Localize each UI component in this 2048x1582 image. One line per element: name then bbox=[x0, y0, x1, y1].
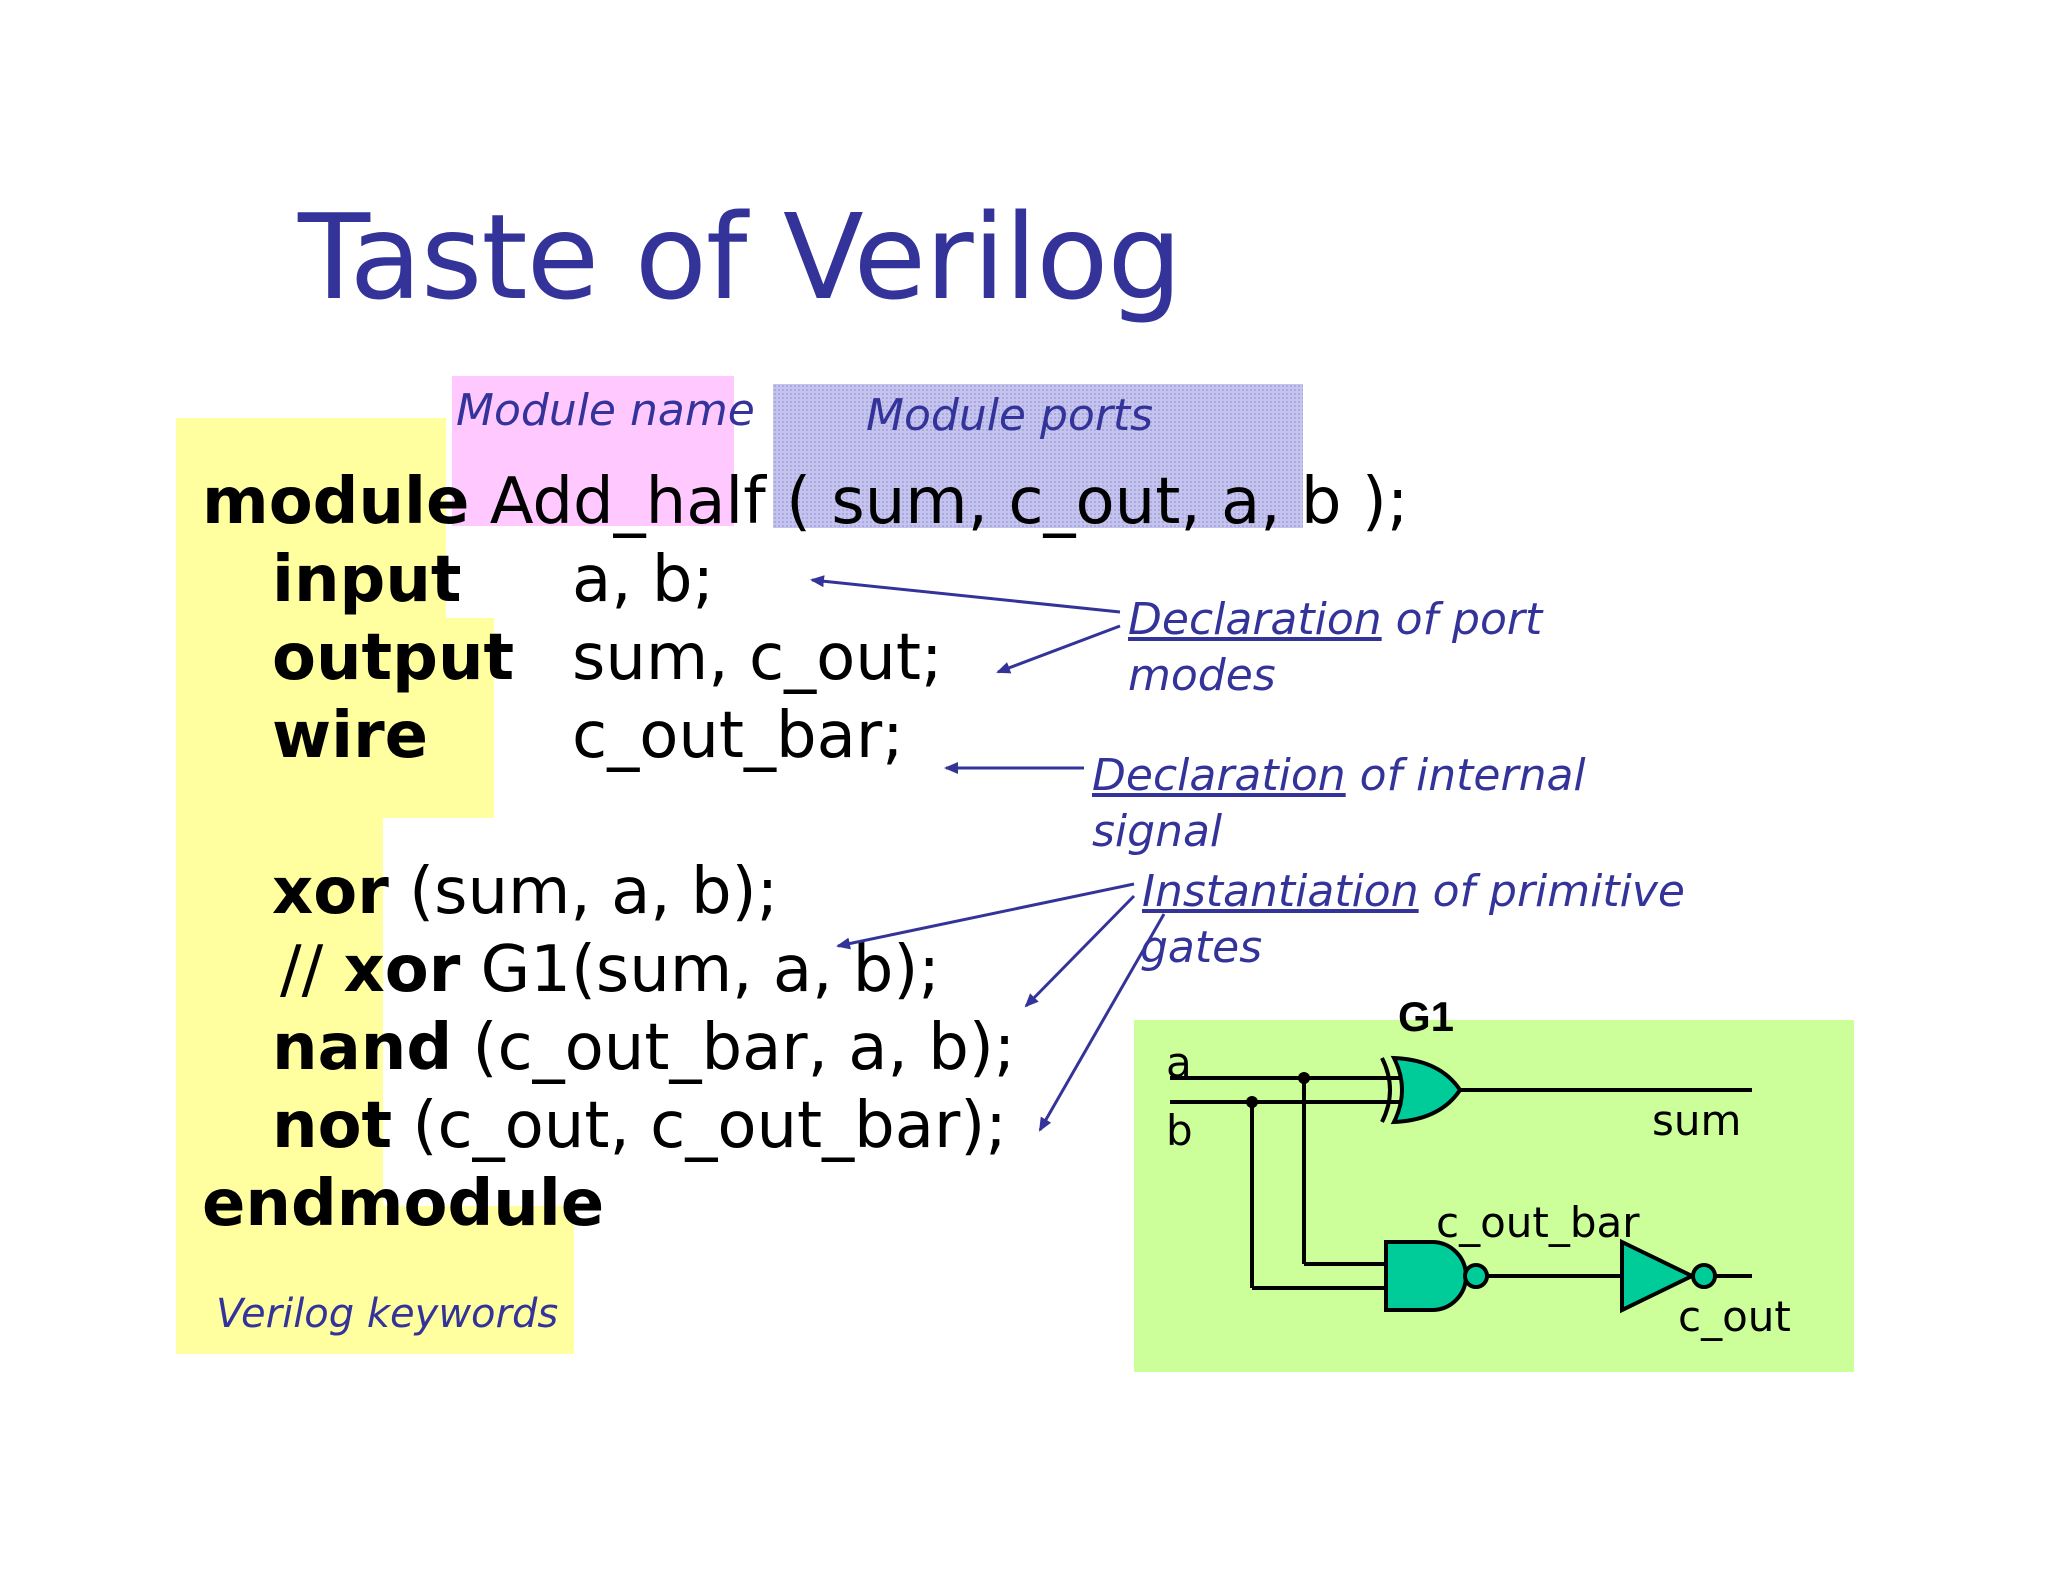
not-args: (c_out, c_out_bar); bbox=[412, 1089, 1007, 1163]
junction-b bbox=[1246, 1096, 1258, 1108]
keyword-endmodule: endmodule bbox=[202, 1167, 605, 1241]
code-line-module: module Add_half ( sum, c_out, a, b ); bbox=[202, 470, 1408, 534]
comment-args: G1(sum, a, b); bbox=[480, 933, 940, 1007]
code-line-xor: xor (sum, a, b); bbox=[272, 860, 778, 924]
output-c-out-label: c_out bbox=[1678, 1292, 1791, 1341]
arrow-to-input bbox=[810, 575, 1121, 614]
input-decl: a, b; bbox=[572, 543, 715, 617]
decl-internal-word: Declaration bbox=[1092, 750, 1346, 801]
junction-a bbox=[1298, 1072, 1310, 1084]
output-sum-label: sum bbox=[1652, 1096, 1742, 1145]
keyword-highlight-low bbox=[176, 818, 383, 1206]
decl-port-modes-note: Declaration of port bbox=[1128, 598, 1542, 642]
xor-gate bbox=[1380, 1055, 1463, 1125]
keyword-nand: nand bbox=[272, 1011, 453, 1085]
arrow-to-nand bbox=[1024, 894, 1136, 1008]
nand-args: (c_out_bar, a, b); bbox=[472, 1011, 1016, 1085]
module-name: Add_half bbox=[489, 465, 766, 539]
wire-decl: c_out_bar; bbox=[572, 699, 904, 773]
gate-name-g1: G1 bbox=[1398, 993, 1455, 1040]
xor-args: (sum, a, b); bbox=[409, 855, 779, 929]
code-line-not: not (c_out, c_out_bar); bbox=[272, 1094, 1007, 1158]
wire-c-out-bar-label: c_out_bar bbox=[1436, 1198, 1640, 1247]
arrow-to-output bbox=[996, 624, 1121, 674]
module-ports-highlight bbox=[773, 384, 1303, 528]
comment-prefix: // bbox=[280, 933, 324, 1007]
decl-port-modes-rest: of port bbox=[1381, 594, 1543, 645]
module-ports-label: Module ports bbox=[866, 390, 1154, 441]
keyword-output: output bbox=[272, 621, 515, 695]
module-ports: sum, c_out, a, b ); bbox=[831, 465, 1409, 539]
keyword-highlight-bottom bbox=[176, 1206, 574, 1354]
keyword-highlight-top bbox=[176, 418, 446, 618]
inst-gates-note-line2: gates bbox=[1140, 922, 1263, 973]
keyword-module: module bbox=[202, 465, 470, 539]
keyword-input: input bbox=[272, 543, 462, 617]
decl-internal-note: Declaration of internal bbox=[1092, 754, 1586, 798]
keyword-wire: wire bbox=[272, 699, 429, 773]
decl-internal-rest: of internal bbox=[1345, 750, 1586, 801]
verilog-keywords-label: Verilog keywords bbox=[216, 1291, 559, 1337]
arrow-to-xor bbox=[836, 882, 1135, 950]
keyword-not: not bbox=[272, 1089, 393, 1163]
decl-port-modes-word: Declaration bbox=[1128, 594, 1382, 645]
inst-gates-rest: of primitive bbox=[1418, 866, 1685, 917]
input-b-label: b bbox=[1166, 1106, 1193, 1155]
decl-port-modes-note-line2: modes bbox=[1128, 650, 1276, 701]
keyword-highlight-mid bbox=[176, 618, 494, 818]
open-paren: ( bbox=[786, 465, 812, 539]
arrow-to-not bbox=[1038, 913, 1166, 1132]
input-a-label: a bbox=[1166, 1038, 1192, 1087]
inst-gates-word: Instantiation bbox=[1142, 866, 1419, 917]
inst-gates-note: Instantiation of primitive bbox=[1142, 870, 1685, 914]
module-name-highlight bbox=[452, 376, 734, 526]
slide-title: Taste of Verilog bbox=[298, 188, 1182, 326]
not-gate bbox=[1620, 1238, 1717, 1314]
nand-gate bbox=[1384, 1240, 1489, 1312]
module-name-label: Module name bbox=[456, 385, 755, 436]
keyword-xor-comment: xor bbox=[343, 933, 461, 1007]
code-line-comment: // xor G1(sum, a, b); bbox=[280, 938, 940, 1002]
code-line-nand: nand (c_out_bar, a, b); bbox=[272, 1016, 1015, 1080]
keyword-xor: xor bbox=[272, 855, 389, 929]
decl-internal-note-line2: signal bbox=[1092, 806, 1223, 857]
output-decl: sum, c_out; bbox=[572, 621, 943, 695]
